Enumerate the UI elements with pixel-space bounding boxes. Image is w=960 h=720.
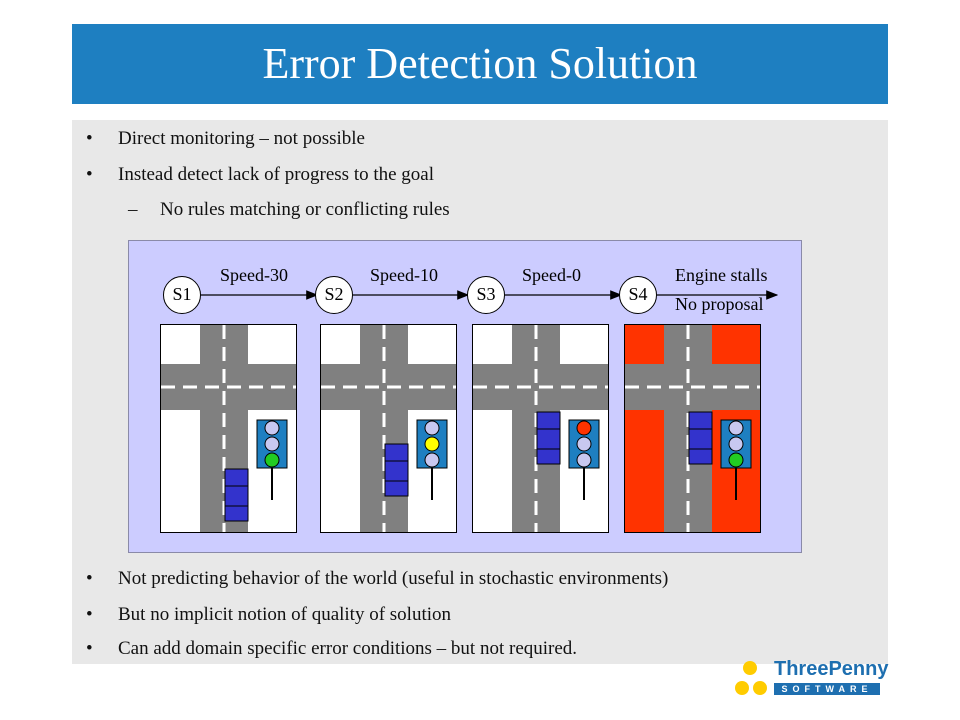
transition-label-3: Speed-0 xyxy=(522,265,581,285)
traffic-light xyxy=(416,419,448,500)
slide-title: Error Detection Solution xyxy=(262,39,698,88)
car xyxy=(688,411,713,465)
intersection-s2 xyxy=(320,324,457,533)
state-diagram: S1 S2 S3 S4 Speed-30 Speed-10 Speed-0 En… xyxy=(128,240,802,553)
logo-tagline-bar: SOFTWARE xyxy=(774,683,880,695)
final-label-engine-stalls: Engine stalls xyxy=(675,265,768,285)
bullet-text: Can add domain specific error conditions… xyxy=(118,638,578,659)
traffic-light xyxy=(256,419,288,500)
title-bar: Error Detection Solution xyxy=(72,24,888,104)
diagram-arrows xyxy=(201,290,779,300)
traffic-light xyxy=(568,419,600,500)
logo-tagline: SOFTWARE xyxy=(781,684,873,694)
bullet-marker: • xyxy=(86,638,93,659)
transition-label-1: Speed-30 xyxy=(220,265,288,285)
state-s1: S1 xyxy=(163,276,201,314)
car xyxy=(224,468,249,522)
bullet-text: No rules matching or conflicting rules xyxy=(160,199,450,220)
bullet-text: Direct monitoring – not possible xyxy=(118,128,365,149)
logo-dots-icon xyxy=(735,661,767,695)
bullet-text: But no implicit notion of quality of sol… xyxy=(118,604,452,625)
logo-name: ThreePenny xyxy=(774,658,889,680)
intersection-s1 xyxy=(160,324,297,533)
threepenny-logo: ThreePenny SOFTWARE xyxy=(734,658,888,700)
final-label-no-proposal: No proposal xyxy=(675,294,764,314)
state-s4: S4 xyxy=(619,276,657,314)
intersection-s3 xyxy=(472,324,609,533)
traffic-light xyxy=(720,419,752,500)
state-s2: S2 xyxy=(315,276,353,314)
bullet-text: Instead detect lack of progress to the g… xyxy=(118,164,435,185)
intersection-s4 xyxy=(624,324,761,533)
bullet-marker: • xyxy=(86,128,93,149)
bullet-marker: • xyxy=(86,604,93,625)
bullet-marker: • xyxy=(86,568,93,589)
car xyxy=(536,411,561,465)
state-s3: S3 xyxy=(467,276,505,314)
transition-label-2: Speed-10 xyxy=(370,265,438,285)
bullet-marker: – xyxy=(128,199,138,220)
car xyxy=(384,443,409,497)
bullet-text: Not predicting behavior of the world (us… xyxy=(118,568,669,589)
bullet-marker: • xyxy=(86,164,93,185)
